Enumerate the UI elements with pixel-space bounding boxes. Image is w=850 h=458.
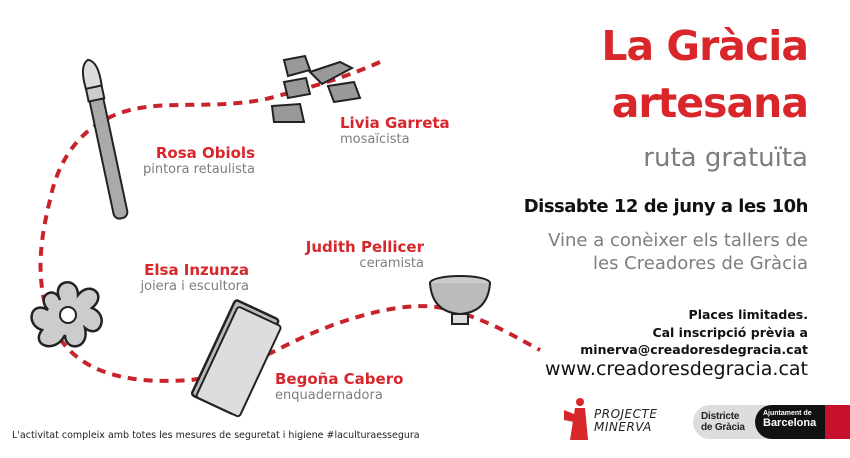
artist-elsa: Elsa Inzunza joiera i escultora xyxy=(141,261,250,294)
artist-name: Rosa Obiols xyxy=(155,144,255,162)
artist-name: Begoña Cabero xyxy=(275,370,404,388)
subtitle: ruta gratuïta xyxy=(643,143,808,173)
artist-judith: Judith Pellicer ceramista xyxy=(306,238,424,271)
districte-line-1: Districte xyxy=(701,411,740,422)
artist-name: Judith Pellicer xyxy=(305,238,424,256)
paintbrush-icon xyxy=(81,58,129,220)
artist-name: Elsa Inzunza xyxy=(144,261,249,279)
footer-note: L'activitat compleix amb totes les mesur… xyxy=(12,430,420,441)
intro-line-1: Vine a conèixer els tallers de xyxy=(548,230,808,251)
minerva-figure-icon xyxy=(564,398,588,440)
book-icon xyxy=(190,299,282,418)
title-line-1: La Gràcia xyxy=(601,22,809,70)
registration-info: Places limitades. Cal inscripció prèvia … xyxy=(580,306,808,359)
registration-email[interactable]: minerva@creadoresdegracia.cat xyxy=(580,342,808,357)
artist-role: ceramista xyxy=(359,256,424,271)
intro-line-2: les Creadores de Gràcia xyxy=(593,253,808,274)
artist-role: pintora retaulista xyxy=(142,162,255,177)
districte-line-2: de Gràcia xyxy=(701,422,745,433)
event-date: Dissabte 12 de juny a les 10h xyxy=(523,196,809,217)
title-line-2: artesana xyxy=(611,79,809,127)
intro-text: Vine a conèixer els tallers de les Cread… xyxy=(548,229,808,275)
flower-jewel-icon xyxy=(30,281,103,348)
artist-role: joiera i escultora xyxy=(140,279,250,294)
website-link[interactable]: www.creadoresdegracia.cat xyxy=(545,358,808,380)
ajuntament-line-1: Ajuntament de xyxy=(763,410,812,417)
ceramic-bowl-icon xyxy=(429,275,491,325)
ajuntament-line-2: Barcelona xyxy=(763,417,817,429)
artist-livia: Livia Garreta mosaïcista xyxy=(340,114,450,147)
barcelona-logo: Districte de Gràcia Ajuntament de Barcel… xyxy=(693,405,850,439)
registration-line-2: Cal inscripció prèvia a xyxy=(652,324,808,340)
minerva-line-2: MINERVA xyxy=(594,420,652,434)
registration-line-1: Places limitades. xyxy=(688,307,808,322)
projecte-minerva-logo: PROJECTE MINERVA xyxy=(562,396,672,444)
artist-begona: Begoña Cabero enquadernadora xyxy=(275,370,403,403)
minerva-line-1: PROJECTE xyxy=(594,407,658,421)
artist-name: Livia Garreta xyxy=(340,114,450,132)
artist-role: mosaïcista xyxy=(340,132,410,147)
mosaic-tiles-icon xyxy=(270,54,362,123)
barcelona-shield-icon xyxy=(825,405,850,439)
artist-rosa: Rosa Obiols pintora retaulista xyxy=(143,144,255,177)
artist-role: enquadernadora xyxy=(275,388,383,403)
